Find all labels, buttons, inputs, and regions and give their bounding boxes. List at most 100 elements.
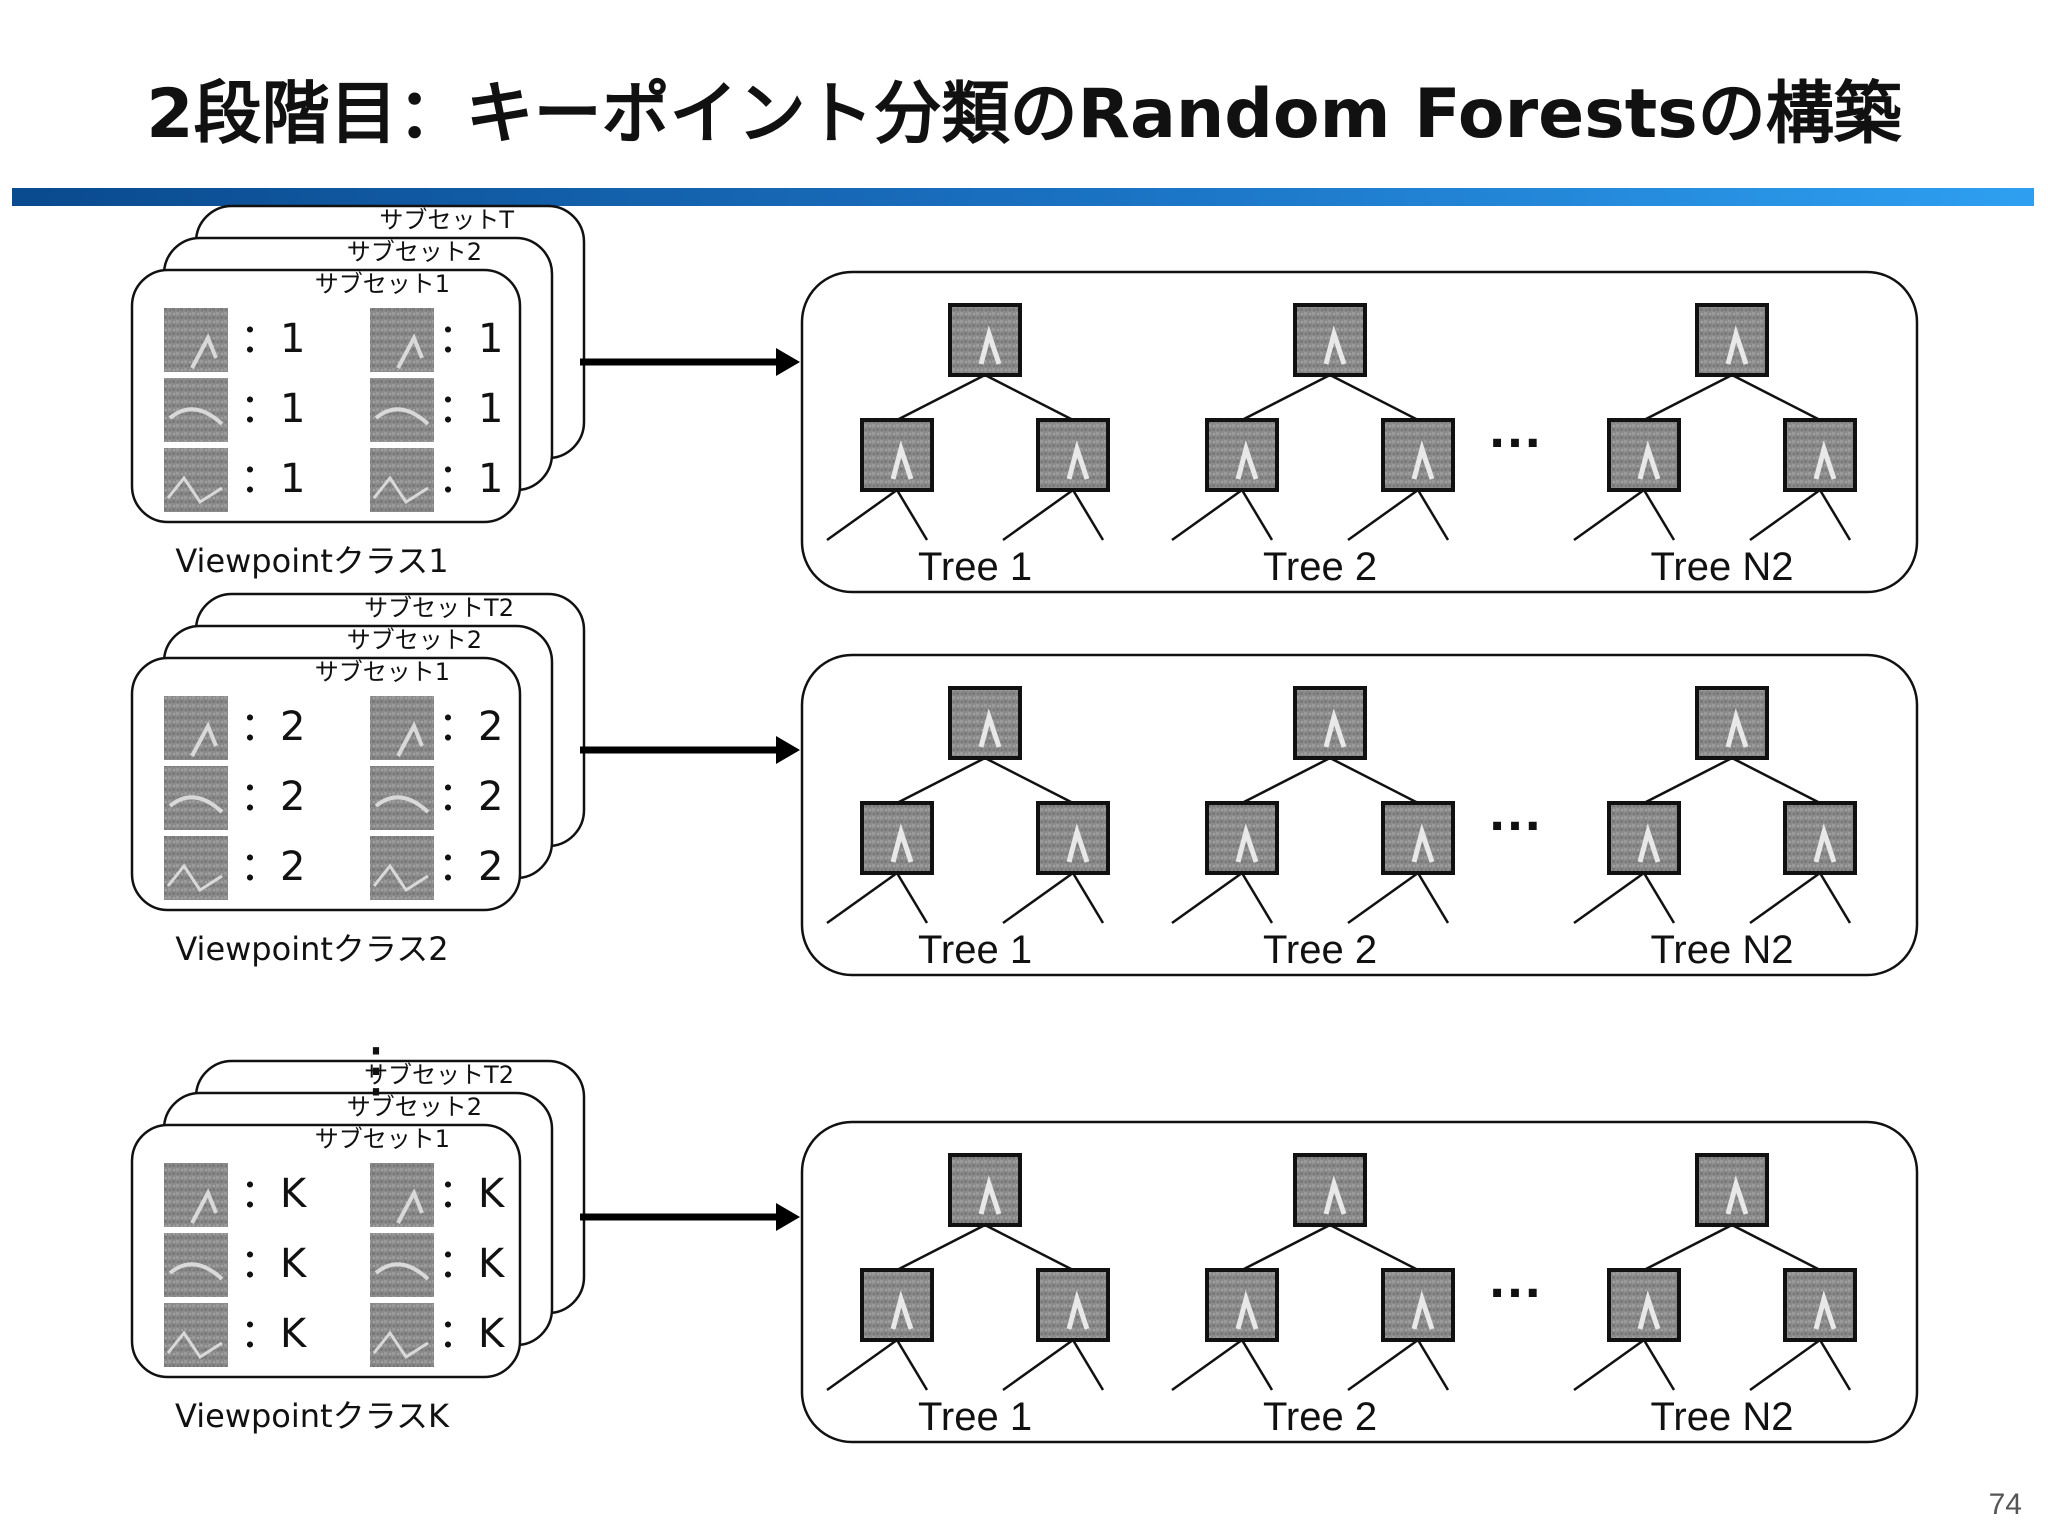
patch-class-label: ：K <box>240 1171 308 1217</box>
node-glyph <box>1725 708 1749 748</box>
subset-label: サブセットT2 <box>364 594 514 622</box>
image-patch <box>164 448 228 512</box>
tree-edge <box>896 1223 986 1272</box>
patch-glyph <box>372 863 429 893</box>
tree-edge <box>1749 871 1821 925</box>
patch-glyph <box>190 1188 218 1224</box>
patch-class-label: ：2 <box>438 704 503 750</box>
tree-label: Tree 2 <box>1263 1395 1377 1439</box>
tree-edge <box>1071 489 1105 541</box>
node-glyph <box>978 325 1002 365</box>
class-row-2: サブセットT2サブセット2サブセット1：2：2：2：2：2：2Viewpoint… <box>130 592 1919 977</box>
tree-edge <box>1573 1338 1645 1392</box>
tree-edge <box>1171 488 1243 542</box>
tree-edge <box>1643 373 1733 422</box>
node-glyph <box>890 440 914 480</box>
tree-edge <box>1071 1339 1105 1391</box>
tree-edge <box>1171 871 1243 925</box>
tree-edge <box>1347 488 1419 542</box>
tree-node <box>1205 418 1279 492</box>
arrow-head <box>776 736 800 764</box>
tree-edge <box>1416 1339 1450 1391</box>
patch-glyph <box>396 721 424 757</box>
tree-edge <box>826 488 898 542</box>
node-glyph <box>890 823 914 863</box>
patch-glyph <box>396 1188 424 1224</box>
subset-label: サブセット2 <box>347 626 482 654</box>
patch-glyph <box>372 475 429 505</box>
class-row-1: サブセットTサブセット2サブセット1：1：1：1：1：1：1Viewpointク… <box>130 204 1919 594</box>
tree-edge <box>984 373 1074 422</box>
tree-edge <box>1347 871 1419 925</box>
patch-class-label: ：2 <box>240 704 305 750</box>
tree-label: Tree N2 <box>1650 928 1793 972</box>
subset-label: サブセット1 <box>315 658 450 686</box>
node-glyph <box>1235 1290 1259 1330</box>
node-glyph <box>1323 708 1347 748</box>
node-glyph <box>1411 823 1435 863</box>
node-glyph <box>1066 440 1090 480</box>
node-glyph <box>1637 440 1661 480</box>
tree-edge <box>1240 872 1274 924</box>
subset-label: サブセットT2 <box>364 1061 514 1089</box>
tree-edge <box>1573 488 1645 542</box>
node-glyph <box>1813 1290 1837 1330</box>
node-glyph <box>1066 823 1090 863</box>
tree-ellipsis: … <box>1487 779 1543 842</box>
vertical-ellipsis: ⋮ <box>346 1036 406 1103</box>
patch-glyph <box>168 795 224 814</box>
patch-class-label: ：K <box>438 1241 506 1287</box>
node-glyph <box>978 1175 1002 1215</box>
patch-glyph <box>374 795 430 814</box>
node-glyph <box>1813 440 1837 480</box>
patch-glyph <box>166 475 223 505</box>
node-glyph <box>978 708 1002 748</box>
subset-label: サブセット1 <box>315 270 450 298</box>
node-glyph <box>1637 1290 1661 1330</box>
tree-label: Tree 1 <box>918 1395 1032 1439</box>
tree-node <box>1607 418 1681 492</box>
patch-class-label: ：K <box>240 1311 308 1357</box>
tree-edge <box>895 489 929 541</box>
class-row-3: サブセットT2サブセット2サブセット1：K：K：K：K：K：KViewpoint… <box>130 1059 1919 1444</box>
tree-edge <box>1416 872 1450 924</box>
patch-glyph <box>374 407 430 426</box>
slide-title: 2段階目：キーポイント分類のRandom Forestsの構築 <box>146 75 1902 154</box>
node-glyph <box>1235 823 1259 863</box>
tree-edge <box>984 756 1074 805</box>
tree-edge <box>1731 1223 1821 1272</box>
node-glyph <box>1411 440 1435 480</box>
tree-edge <box>1749 1338 1821 1392</box>
tree-edge <box>1241 756 1331 805</box>
patch-class-label: ：1 <box>240 316 305 362</box>
tree-edge <box>1329 756 1419 805</box>
patch-class-label: ：1 <box>240 386 305 432</box>
node-glyph <box>1725 1175 1749 1215</box>
tree-edge <box>1642 489 1676 541</box>
title-underline-bar <box>12 188 2034 206</box>
node-glyph <box>1235 440 1259 480</box>
patch-glyph <box>168 407 224 426</box>
tree-edge <box>984 1223 1074 1272</box>
image-patch <box>370 836 434 900</box>
node-glyph <box>890 1290 914 1330</box>
arrow-head <box>776 348 800 376</box>
patch-glyph <box>168 1262 224 1281</box>
tree-node <box>860 801 934 875</box>
tree-edge <box>1643 1223 1733 1272</box>
tree-edge <box>1642 1339 1676 1391</box>
tree-label: Tree 1 <box>918 545 1032 589</box>
patch-class-label: ：2 <box>438 844 503 890</box>
page-number: 74 <box>1988 1488 2022 1521</box>
tree-edge <box>1241 373 1331 422</box>
tree-edge <box>1002 488 1074 542</box>
patch-class-label: ：K <box>438 1171 506 1217</box>
tree-edge <box>1818 872 1852 924</box>
patch-class-label: ：2 <box>438 774 503 820</box>
tree-node <box>1381 418 1455 492</box>
subset-label: サブセット1 <box>315 1125 450 1153</box>
image-patch <box>164 836 228 900</box>
patch-glyph <box>396 333 424 369</box>
node-glyph <box>1411 1290 1435 1330</box>
